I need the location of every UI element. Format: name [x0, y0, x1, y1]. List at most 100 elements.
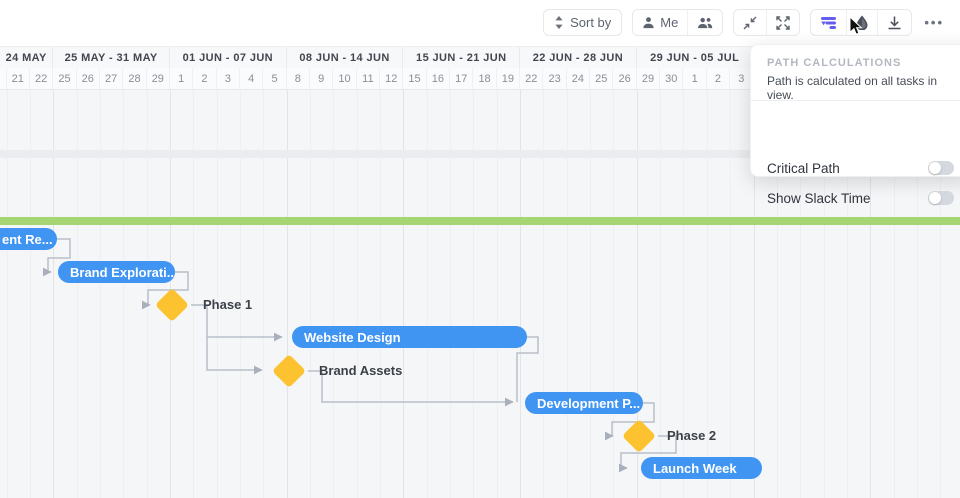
- assignees-button[interactable]: [687, 10, 722, 35]
- day-header: 8: [287, 68, 311, 89]
- day-header: 29: [147, 68, 170, 89]
- day-header: 30: [660, 68, 684, 89]
- task-label: Launch Week: [653, 460, 737, 476]
- person-icon: [643, 17, 654, 29]
- collapse-button[interactable]: [734, 10, 766, 35]
- week-gridline: [520, 90, 522, 498]
- me-filter-label: Me: [660, 15, 679, 30]
- assignee-filter-group: Me: [632, 9, 724, 36]
- toolbar: Sort by Me: [0, 0, 960, 45]
- export-button[interactable]: [877, 10, 911, 35]
- task-label: Development P...: [537, 395, 641, 411]
- milestone-label-phase-1: Phase 1: [203, 297, 253, 312]
- day-gridline: [823, 90, 825, 498]
- critical-path-label: Critical Path: [767, 160, 840, 176]
- day-header: 11: [357, 68, 381, 89]
- day-gridline: [893, 90, 895, 498]
- day-header: 1: [170, 68, 194, 89]
- day-header: 15: [403, 68, 427, 89]
- day-gridline: [660, 90, 662, 498]
- week-gridline: [53, 90, 55, 498]
- task-bar-website-design[interactable]: Website Design: [292, 326, 527, 348]
- path-calculations-button[interactable]: [811, 10, 846, 35]
- week-header-4: 15 JUN - 21 JUN: [403, 47, 521, 68]
- project-summary-bar[interactable]: [0, 217, 960, 225]
- day-gridline: [193, 90, 195, 498]
- week-header-3: 08 JUN - 14 JUN: [286, 47, 404, 68]
- task-label: Website Design: [304, 329, 401, 345]
- day-header: 25: [590, 68, 614, 89]
- day-gridline: [683, 90, 685, 498]
- day-gridline: [356, 90, 358, 498]
- arrows-out-icon: [776, 15, 791, 30]
- download-icon: [888, 16, 901, 30]
- day-header: 24: [567, 68, 591, 89]
- day-header: 21: [7, 68, 30, 89]
- sort-by-label: Sort by: [570, 15, 612, 30]
- panel-title: PATH CALCULATIONS: [767, 57, 902, 69]
- gantt-tools-group: [810, 9, 913, 36]
- day-gridline: [496, 90, 498, 498]
- week-gridline: [753, 90, 755, 498]
- show-slack-time-toggle[interactable]: [928, 191, 954, 205]
- day-gridline: [216, 90, 218, 498]
- task-label: ent Re...: [2, 231, 53, 247]
- day-header: 4: [240, 68, 264, 89]
- timeline-day-row: 2021222526272829123458910111215161718192…: [0, 68, 960, 90]
- critical-path-toggle[interactable]: [928, 161, 954, 175]
- panel-divider: [751, 100, 960, 101]
- day-gridline: [29, 90, 31, 498]
- day-gridline: [450, 90, 452, 498]
- zoom-controls-group: [733, 9, 801, 36]
- mouse-cursor: [849, 17, 863, 35]
- day-gridline: [846, 90, 848, 498]
- group-header-band: [0, 150, 960, 158]
- day-gridline: [590, 90, 592, 498]
- day-gridline: [263, 90, 265, 498]
- day-header: 26: [77, 68, 100, 89]
- day-gridline: [333, 90, 335, 498]
- day-header: 16: [427, 68, 451, 89]
- week-header-2: 01 JUN - 07 JUN: [170, 47, 287, 68]
- people-icon: [698, 17, 713, 29]
- day-gridline: [99, 90, 101, 498]
- day-gridline: [146, 90, 148, 498]
- milestone-label-phase-2: Phase 2: [667, 428, 717, 443]
- task-bar-launch-week[interactable]: Launch Week: [641, 457, 762, 479]
- week-header-0: 24 MAY: [0, 47, 54, 68]
- day-header: 22: [520, 68, 544, 89]
- more-options-button[interactable]: •••: [924, 15, 944, 30]
- day-header: 22: [30, 68, 54, 89]
- task-label: Brand Explorati...: [70, 264, 175, 280]
- day-gridline: [916, 90, 918, 498]
- path-calculations-icon: [821, 17, 837, 29]
- task-bar-client-review[interactable]: ent Re...: [0, 228, 57, 250]
- day-gridline: [543, 90, 545, 498]
- day-header: 23: [543, 68, 567, 89]
- sort-by-button[interactable]: Sort by: [543, 9, 623, 36]
- show-slack-time-row: Show Slack Time: [767, 188, 960, 208]
- day-gridline: [76, 90, 78, 498]
- day-header: 27: [100, 68, 124, 89]
- day-header: 28: [123, 68, 147, 89]
- day-gridline: [473, 90, 475, 498]
- panel-subtitle-text: Path is calculated on all tasks in view.: [767, 74, 938, 102]
- task-bar-development-phase[interactable]: Development P...: [525, 392, 643, 414]
- expand-button[interactable]: [766, 10, 799, 35]
- day-gridline: [730, 90, 732, 498]
- task-bar-brand-exploration[interactable]: Brand Explorati...: [58, 261, 175, 283]
- day-header: 25: [53, 68, 77, 89]
- day-gridline: [240, 90, 242, 498]
- day-gridline: [706, 90, 708, 498]
- panel-subtitle: Path is calculated on all tasks in view.…: [767, 74, 960, 102]
- week-header-6: 29 JUN - 05 JUL: [636, 47, 754, 68]
- milestone-label-brand-assets: Brand Assets: [319, 363, 403, 378]
- week-gridline: [403, 90, 405, 498]
- day-header: 12: [380, 68, 404, 89]
- toggle-knob: [929, 162, 941, 174]
- day-header: 20: [0, 68, 7, 89]
- toggle-knob: [929, 192, 941, 204]
- me-filter-button[interactable]: Me: [633, 10, 687, 35]
- week-gridline: [870, 90, 872, 498]
